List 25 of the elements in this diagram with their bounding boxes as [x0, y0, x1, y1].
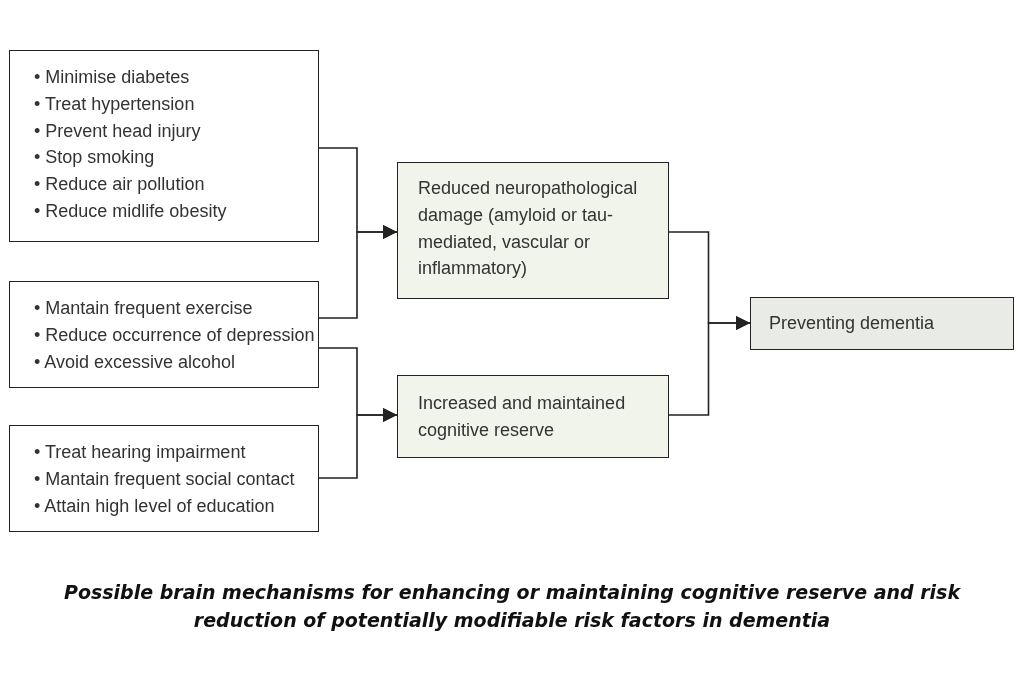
bullet-item: • Prevent head injury — [34, 119, 202, 143]
box-text: Preventing dementia — [769, 312, 936, 335]
bullet-item: • Minimise diabetes — [34, 66, 191, 89]
factor-list-box — [9, 281, 319, 388]
bullet-item: • Reduce midlife obesity — [34, 200, 228, 223]
figure-caption: Possible brain mechanisms for enhancing or maintaining cognitive reserve and risk reduction of potentially modifiable risk factors in dementia — [62, 580, 962, 633]
bullet-item: • Attain high level of education — [34, 494, 276, 518]
bullet-item: • Avoid excessive alcohol — [34, 350, 237, 374]
outcome-box — [750, 297, 1014, 350]
connector-arrow — [318, 408, 398, 479]
bullet-item: • Mantain frequent exercise — [34, 297, 254, 320]
box-text: Reduced neuropathological damage (amyloid or tau-mediated, vascular or inflammatory) — [418, 177, 639, 281]
bullet-item: • Stop smoking — [34, 146, 156, 170]
factor-list-box — [9, 425, 319, 532]
bullet-item: • Treat hypertension — [34, 92, 196, 116]
connector-arrow — [318, 225, 398, 319]
bullet-item: • Mantain frequent social contact — [34, 467, 296, 491]
bullet-item: • Treat hearing impairment — [34, 441, 247, 464]
factor-list-box — [9, 50, 319, 242]
box-text: Increased and maintained cognitive reserve — [418, 392, 627, 442]
process-box — [397, 162, 669, 299]
connector-arrow — [668, 316, 751, 416]
bullet-item: • Reduce air pollution — [34, 173, 206, 197]
process-box — [397, 375, 669, 458]
bullet-item: • Reduce occurrence of depression — [34, 323, 316, 347]
